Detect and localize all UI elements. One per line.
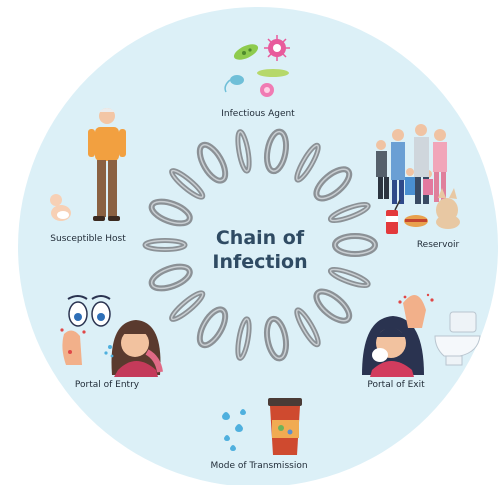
- label-mode-of-transmission: Mode of Transmission: [210, 461, 308, 471]
- label-infectious-agent: Infectious Agent: [221, 109, 295, 119]
- susceptible-host-icon: [50, 108, 126, 221]
- chain-link-highlight: [144, 239, 186, 251]
- chain-link-highlight: [237, 130, 250, 172]
- portal-of-exit-icon: [362, 293, 481, 377]
- chain-link-highlight: [170, 169, 204, 198]
- chain-link-highlight: [266, 130, 287, 172]
- label-portal-of-entry: Portal of Entry: [74, 380, 140, 390]
- chain-link-highlight: [170, 292, 204, 321]
- chain-link-highlight: [329, 203, 369, 222]
- chain-link-highlight: [199, 308, 226, 346]
- chain-link-highlight: [237, 318, 250, 360]
- chain-link-highlight: [296, 309, 319, 346]
- chain-link-highlight: [315, 290, 350, 322]
- chain-link-highlight: [150, 200, 191, 225]
- microbes-icon: [224, 35, 290, 97]
- chain-link-highlight: [296, 144, 319, 181]
- diagram-title-line-1: Chain of: [215, 227, 305, 249]
- diagram-title-line-2: Infection: [212, 251, 308, 273]
- reservoir-icon: [376, 124, 460, 234]
- chain-link-highlight: [329, 268, 369, 287]
- chain-link-highlight: [266, 318, 287, 360]
- label-portal-of-exit: Portal of Exit: [367, 380, 425, 390]
- chain-link-highlight: [199, 144, 226, 182]
- label-reservoir: Reservoir: [416, 240, 460, 250]
- chain-link-highlight: [315, 168, 350, 200]
- chain-ring: [142, 128, 378, 362]
- portal-of-entry-icon: [60, 295, 163, 377]
- mode-of-transmission-icon: [222, 398, 302, 455]
- label-susceptible-host: Susceptible Host: [50, 234, 126, 244]
- chain-link-highlight: [334, 235, 376, 255]
- chain-link-highlight: [150, 265, 191, 290]
